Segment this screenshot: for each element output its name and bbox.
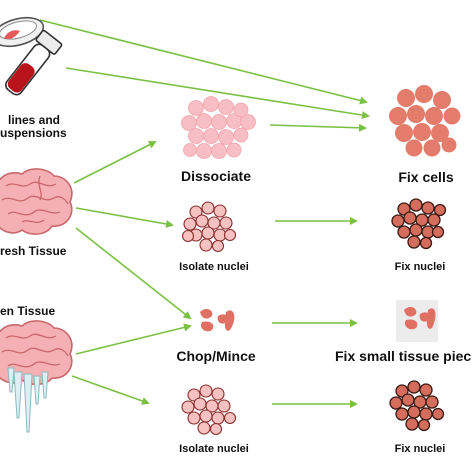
fixed-nuclei-icon-fresh [391, 198, 447, 250]
arrow-frozen-to-isolate-nuclei [71, 375, 150, 405]
arrow-fresh-to-dissociate [73, 141, 157, 184]
blood-tube-icon [4, 29, 63, 96]
dissociate-label: Dissociate [181, 168, 251, 184]
fix-cells-label: Fix cells [398, 169, 453, 185]
arrow-dish-to-fix-cells [39, 19, 368, 105]
cell-lines-label-line2: uspensions [0, 126, 67, 140]
fixed-nuclei-icon-frozen [389, 380, 445, 432]
fix-nuclei-label-fresh: Fix nuclei [395, 261, 446, 273]
arrows [39, 19, 370, 408]
arrow-fresh-to-isolate-nuclei [75, 207, 174, 228]
icicles-icon [7, 367, 49, 433]
frozen-brain-icon [0, 320, 73, 433]
arrow-frozen-to-chop [75, 323, 192, 355]
fixed-cells-icon [389, 85, 461, 157]
frozen-tissue-label: en Tissue [0, 304, 55, 318]
arrow-fresh-to-chop [75, 227, 192, 320]
fixed-tissue-pieces-icon [396, 300, 438, 342]
arrow-dissociate-to-fix-cells [269, 123, 367, 132]
isolate-nuclei-label-fresh: Isolate nuclei [179, 261, 249, 273]
isolated-nuclei-icon-fresh [181, 201, 237, 253]
isolated-nuclei-icon-frozen [181, 384, 237, 436]
arrow-tube-to-fix-cells [65, 67, 370, 120]
chop-mince-label: Chop/Mince [176, 348, 256, 364]
cell-lines-label-line1: lines and [8, 113, 60, 127]
fix-small-tissue-label: Fix small tissue piec [335, 348, 471, 364]
petri-dish-icon [0, 16, 45, 48]
dissociated-cells-icon [181, 96, 256, 159]
fix-nuclei-label-frozen: Fix nuclei [395, 443, 446, 455]
tissue-pieces-icon [200, 309, 235, 332]
fresh-brain-icon [0, 168, 73, 235]
isolate-nuclei-label-frozen: Isolate nuclei [179, 443, 249, 455]
fresh-tissue-label: resh Tissue [0, 244, 67, 258]
